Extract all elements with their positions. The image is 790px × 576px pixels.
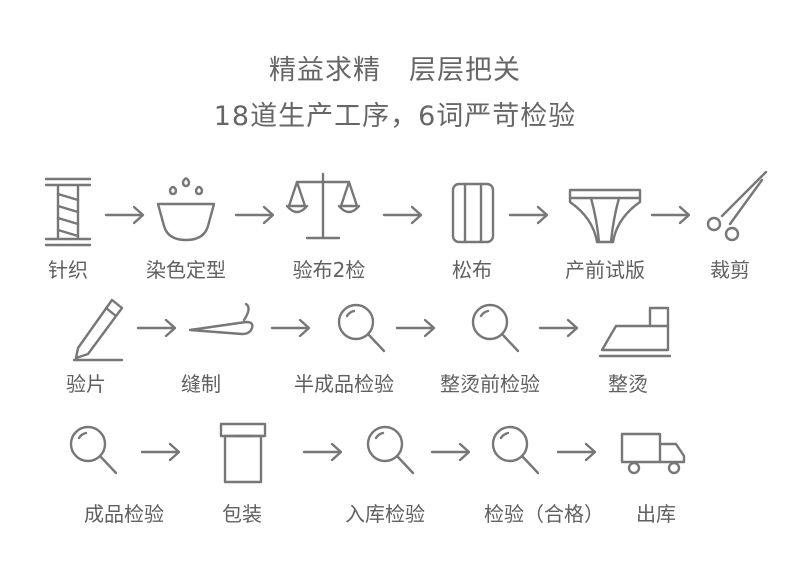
flow-arrow: [556, 442, 597, 462]
flow-arrow: [104, 205, 145, 225]
step-label: 包装: [222, 502, 262, 526]
step-label: 入库检验: [345, 502, 425, 526]
fabric-roll-icon: [451, 182, 495, 244]
pencil-icon: [72, 298, 124, 362]
step-label: 验片: [66, 372, 106, 396]
magnifier-icon: [69, 425, 118, 475]
step-label: 成品检验: [84, 502, 164, 526]
magnifier-icon: [337, 303, 386, 353]
dye-bowl-icon: [156, 177, 216, 242]
step-label: 检验（合格）: [484, 502, 604, 526]
flow-arrow: [136, 318, 177, 338]
flow-arrow: [140, 442, 181, 462]
scale-icon: [285, 172, 361, 240]
step-label: 染色定型: [146, 258, 226, 282]
step-label: 裁剪: [710, 258, 750, 282]
flow-arrow: [382, 205, 423, 225]
magnifier-icon: [491, 425, 540, 475]
step-label: 整烫前检验: [440, 372, 540, 396]
flow-arrow: [650, 205, 691, 225]
step-label: 半成品检验: [294, 372, 394, 396]
truck-icon: [620, 432, 686, 475]
needle-icon: [188, 302, 254, 336]
flow-arrow: [538, 318, 579, 338]
step-label: 整烫: [608, 372, 648, 396]
step-label: 出库: [636, 502, 676, 526]
flow-arrow: [508, 205, 549, 225]
flow-arrow: [234, 205, 275, 225]
flow-arrow: [395, 318, 436, 338]
spool-icon: [44, 177, 92, 247]
iron-icon: [598, 306, 672, 358]
step-label: 验布2检: [292, 258, 366, 282]
briefs-icon: [568, 188, 642, 244]
heading-line-1: 精益求精 层层把关: [269, 55, 521, 86]
step-label: 产前试版: [565, 258, 645, 282]
flow-arrow: [430, 442, 471, 462]
flow-arrow: [302, 442, 343, 462]
heading-line-2: 18道生产工序，6词严苛检验: [213, 101, 577, 132]
flow-arrow: [270, 318, 311, 338]
magnifier-icon: [366, 425, 415, 475]
step-label: 松布: [452, 258, 492, 282]
package-icon: [219, 422, 267, 484]
step-label: 缝制: [181, 372, 221, 396]
magnifier-icon: [471, 303, 520, 353]
scissors-icon: [706, 170, 768, 242]
step-label: 针织: [48, 258, 88, 282]
